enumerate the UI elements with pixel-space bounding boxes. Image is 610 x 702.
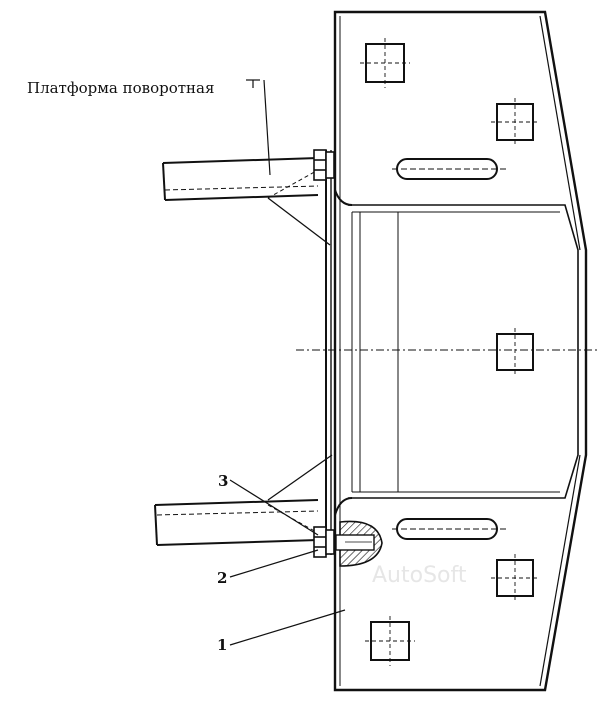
upper-platform-beam — [162, 157, 331, 246]
callout-1: 1 — [217, 636, 227, 654]
lower-platform-beam — [154, 454, 333, 546]
platform-label: Платформа поворотная — [27, 79, 214, 97]
upper-bolt — [313, 149, 335, 181]
watermark: AutoSoft — [372, 563, 467, 588]
callout-2-leader — [229, 549, 319, 578]
callout-3-leader — [229, 479, 319, 536]
hole-centerlines — [360, 38, 539, 666]
plate-body — [333, 10, 588, 692]
slots — [396, 158, 498, 540]
mounting-rail — [325, 150, 332, 555]
slot-centerlines — [392, 168, 508, 530]
clamp-section — [335, 520, 383, 567]
lower-bolt — [313, 526, 335, 558]
platform-leader — [246, 79, 271, 176]
callout-3: 3 — [218, 472, 228, 490]
callout-2: 2 — [217, 569, 227, 587]
callout-1-leader — [229, 609, 346, 646]
